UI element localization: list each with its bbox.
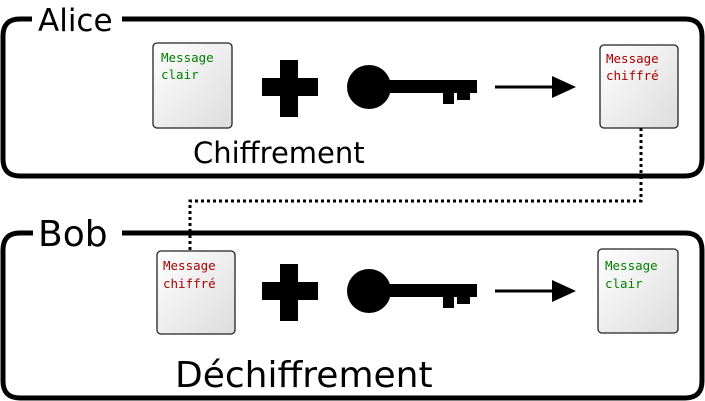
bob-output-doc-line2: clair <box>605 276 643 291</box>
alice-panel: Alice Message clair Message chiffré Chif <box>0 3 705 179</box>
alice-output-doc-line2: chiffré <box>606 68 659 83</box>
arrow-right-icon <box>495 76 576 98</box>
alice-output-document: Message chiffré <box>599 44 679 129</box>
bob-panel: Bob Message chiffré Message clair Déchif <box>0 214 705 401</box>
alice-input-doc-line1: Message <box>161 50 214 65</box>
arrow-right-icon <box>495 280 576 302</box>
bob-output-doc-line1: Message <box>605 258 658 273</box>
bob-caption: Déchiffrement <box>175 355 433 396</box>
alice-input-document: Message clair <box>152 42 233 129</box>
plus-icon <box>262 264 318 321</box>
bob-title: Bob <box>38 214 108 255</box>
bob-output-document: Message clair <box>597 248 679 334</box>
plus-icon <box>262 60 318 117</box>
alice-input-doc-line2: clair <box>161 67 199 82</box>
alice-frame <box>0 16 705 179</box>
bob-input-doc-line1: Message <box>163 258 216 273</box>
transmission-connector <box>188 128 643 251</box>
alice-title: Alice <box>38 3 113 39</box>
key-icon <box>347 269 477 313</box>
bob-input-doc-line2: chiffré <box>163 276 216 291</box>
alice-output-doc-line1: Message <box>606 51 659 66</box>
bob-input-document: Message chiffré <box>156 250 236 335</box>
key-icon <box>347 65 477 109</box>
alice-caption: Chiffrement <box>193 136 365 170</box>
bob-frame <box>0 230 705 401</box>
